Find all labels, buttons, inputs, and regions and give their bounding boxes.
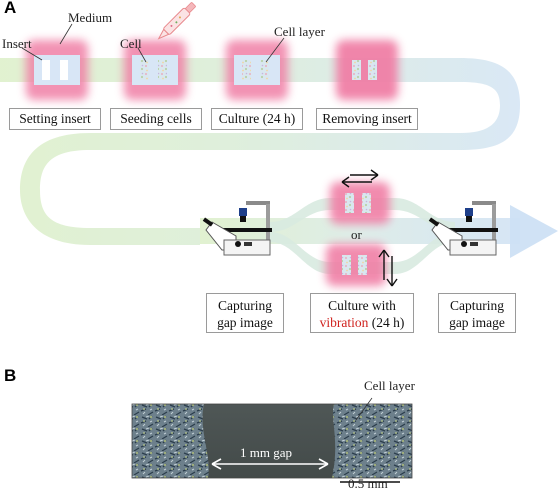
capture-2-line2: gap image: [449, 315, 505, 330]
step-culture: Culture (24 h): [211, 108, 303, 130]
step-seeding-cells: Seeding cells: [110, 108, 202, 130]
micrograph: [131, 403, 413, 479]
well-vibration-horizontal: [330, 182, 390, 224]
step-capturing-gap-image-1: Capturing gap image: [206, 293, 284, 333]
capture-1-line1: Capturing: [218, 298, 272, 313]
label-or: or: [351, 227, 362, 242]
well-vibration-vertical: [326, 244, 386, 286]
capture-2-line1: Capturing: [450, 298, 504, 313]
well-seeding-cells: [124, 40, 186, 100]
culture-duration: (24 h): [368, 315, 405, 330]
culture-line2: vibration (24 h): [311, 314, 413, 331]
leader-cell-layer: [265, 37, 285, 63]
label-gap: 1 mm gap: [240, 445, 292, 460]
step-capturing-gap-image-2: Capturing gap image: [438, 293, 516, 333]
microscope-icon: [428, 201, 498, 256]
culture-line1: Culture with: [328, 298, 396, 313]
pipette-icon: [157, 2, 196, 40]
label-medium: Medium: [68, 10, 113, 25]
flow-arrowhead: [510, 205, 558, 258]
step-removing-insert: Removing insert: [316, 108, 418, 130]
gap-arrow-icon: [211, 458, 329, 470]
well-removing-insert: [336, 40, 398, 100]
label-insert: Insert: [2, 36, 32, 51]
scale-label: 0.5 mm: [348, 476, 388, 491]
well-culture: [226, 40, 288, 100]
leader-medium: [59, 23, 73, 45]
horizontal-vibration-arrow-icon: [341, 169, 379, 188]
label-cell-layer-b: Cell layer: [364, 378, 415, 393]
flow-branch-upper: [270, 198, 455, 232]
capture-1-line2: gap image: [217, 315, 273, 330]
vibration-highlight: vibration: [319, 315, 369, 330]
microscope-icon: [202, 201, 272, 256]
label-cell: Cell: [120, 36, 142, 51]
leader-insert: [21, 47, 43, 61]
leader-cell-layer-b: [355, 397, 373, 421]
panel-letter-b: B: [4, 366, 17, 385]
flow-branch-lower: [270, 232, 455, 274]
step-culture-with-vibration: Culture with vibration (24 h): [310, 293, 414, 333]
vertical-vibration-arrow-icon: [378, 249, 398, 287]
step-setting-insert: Setting insert: [9, 108, 101, 130]
leader-cell: [137, 47, 147, 63]
label-cell-layer: Cell layer: [274, 24, 325, 39]
panel-letter-a: A: [4, 0, 17, 17]
well-setting-insert: [26, 40, 88, 100]
